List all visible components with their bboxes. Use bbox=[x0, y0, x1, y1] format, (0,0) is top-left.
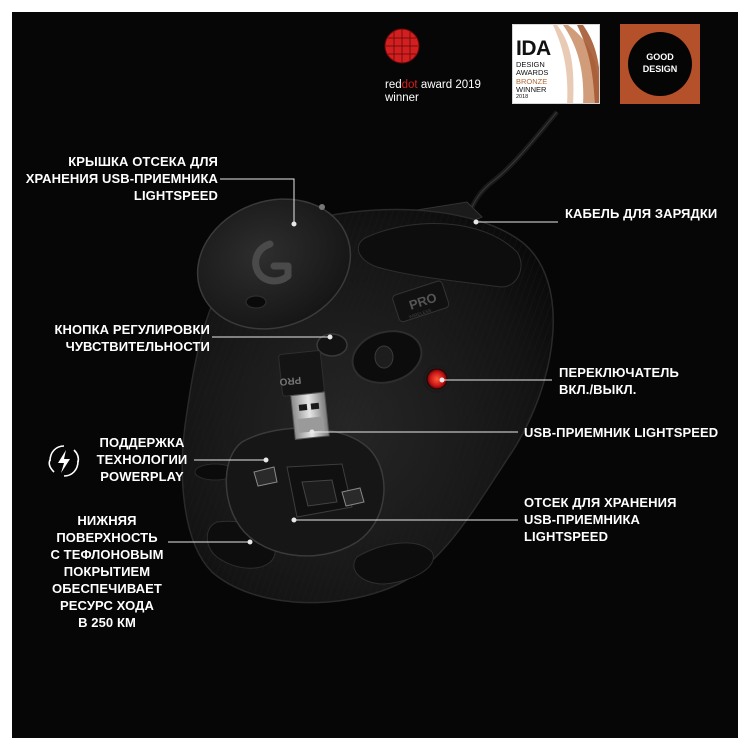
label-dpi-line1: КНОПКА РЕГУЛИРОВКИ bbox=[54, 322, 210, 337]
powerplay-icon bbox=[48, 445, 80, 477]
reddot-award-text: reddot award 2019 winner bbox=[385, 79, 481, 105]
callout-lines bbox=[168, 178, 558, 545]
label-feet-line3: С ТЕФЛОНОВЫМ bbox=[50, 547, 164, 562]
good-design-text: GOOD DESIGN bbox=[620, 51, 700, 75]
ida-subtitle: DESIGN AWARDS bbox=[516, 61, 548, 77]
ida-title: IDA bbox=[516, 37, 551, 60]
label-powerplay-line2: ТЕХНОЛОГИИ bbox=[96, 452, 188, 467]
label-charging-cable: КАБЕЛЬ ДЛЯ ЗАРЯДКИ bbox=[565, 205, 717, 222]
label-storage: ОТСЕК ДЛЯ ХРАНЕНИЯ USB-ПРИЕМНИКА LIGHTSP… bbox=[524, 494, 677, 545]
charging-cable bbox=[469, 110, 559, 209]
label-usb-receiver: USB-ПРИЕМНИК LIGHTSPEED bbox=[524, 424, 718, 441]
label-cable-line1: КАБЕЛЬ ДЛЯ ЗАРЯДКИ bbox=[565, 206, 718, 221]
label-storage-line2: USB-ПРИЕМНИКА bbox=[524, 512, 640, 527]
reddot-prefix: red bbox=[385, 79, 402, 91]
label-mouse-feet: НИЖНЯЯ ПОВЕРХНОСТЬ С ТЕФЛОНОВЫМ ПОКРЫТИЕ… bbox=[42, 512, 172, 631]
label-feet-line7: В 250 КМ bbox=[78, 615, 136, 630]
reddot-winner: winner bbox=[385, 92, 419, 104]
label-power-switch: ПЕРЕКЛЮЧАТЕЛЬ ВКЛ./ВЫКЛ. bbox=[559, 364, 679, 398]
dpi-button bbox=[316, 333, 348, 357]
label-feet-line2: ПОВЕРХНОСТЬ bbox=[56, 530, 158, 545]
ida-line-design: DESIGN bbox=[516, 60, 545, 69]
ida-line-awards: AWARDS bbox=[516, 68, 549, 77]
top-mouse-foot bbox=[357, 223, 522, 288]
label-receiver-line1: USB-ПРИЕМНИК LIGHTSPEED bbox=[524, 425, 719, 440]
good-design-line1: GOOD bbox=[646, 52, 674, 62]
product-infographic: PRO WIRELESS PRO bbox=[12, 12, 738, 738]
g-logo-icon bbox=[252, 240, 292, 285]
label-feet-line4: ПОКРЫТИЕМ bbox=[63, 564, 151, 579]
usb-receiver bbox=[278, 350, 330, 440]
label-storage-line3: LIGHTSPEED bbox=[524, 529, 609, 544]
ida-line-winner: WINNER bbox=[516, 85, 547, 94]
label-switch-line2: ВКЛ./ВЫКЛ. bbox=[559, 382, 637, 397]
bottom-mouse-foot-right bbox=[353, 542, 434, 585]
usb-receiver-text: PRO bbox=[279, 374, 302, 387]
label-storage-line1: ОТСЕК ДЛЯ ХРАНЕНИЯ bbox=[524, 495, 677, 510]
label-powerplay-line1: ПОДДЕРЖКА bbox=[99, 435, 185, 450]
label-switch-line1: ПЕРЕКЛЮЧАТЕЛЬ bbox=[559, 365, 679, 380]
label-feet-line6: РЕСУРС ХОДА bbox=[59, 598, 155, 613]
label-powerplay-line3: POWERPLAY bbox=[100, 469, 184, 484]
label-cover-line2: ХРАНЕНИЯ USB-ПРИЕМНИКА bbox=[25, 171, 218, 186]
power-switch bbox=[426, 368, 448, 390]
pro-badge-subtext: WIRELESS bbox=[408, 308, 432, 320]
ida-badge-graphic bbox=[553, 25, 599, 103]
good-design-circle bbox=[628, 32, 692, 96]
reddot-mark: dot bbox=[401, 79, 418, 91]
ida-design-awards-badge: IDA DESIGN AWARDS BRONZE WINNER 2018 bbox=[512, 24, 600, 104]
good-design-line2: DESIGN bbox=[642, 64, 678, 74]
label-cover-line3: LIGHTSPEED bbox=[133, 188, 218, 203]
label-feet-line1: НИЖНЯЯ bbox=[77, 513, 137, 528]
ida-year: 2018 bbox=[516, 94, 529, 100]
label-feet-line5: ОБЕСПЕЧИВАЕТ bbox=[52, 581, 162, 596]
label-dpi-line2: ЧУВСТВИТЕЛЬНОСТИ bbox=[65, 339, 210, 354]
mouse-illustration: PRO WIRELESS PRO bbox=[48, 28, 559, 604]
label-cover-line1: КРЫШКА ОТСЕКА ДЛЯ bbox=[68, 154, 218, 169]
reddot-award-icon bbox=[384, 28, 420, 64]
receiver-storage-compartment bbox=[225, 427, 385, 557]
label-dpi-button: КНОПКА РЕГУЛИРОВКИ ЧУВСТВИТЕЛЬНОСТИ bbox=[54, 321, 210, 355]
label-powerplay: ПОДДЕРЖКА ТЕХНОЛОГИИ POWERPLAY bbox=[92, 434, 192, 485]
ida-line-bronze: BRONZE bbox=[516, 77, 548, 86]
good-design-badge: GOOD DESIGN bbox=[620, 24, 700, 104]
reddot-suffix: award 2019 bbox=[417, 79, 481, 91]
callout-line-cover bbox=[220, 178, 295, 222]
pro-wireless-badge bbox=[392, 280, 450, 323]
label-cover: КРЫШКА ОТСЕКА ДЛЯ ХРАНЕНИЯ USB-ПРИЕМНИКА… bbox=[26, 153, 218, 204]
